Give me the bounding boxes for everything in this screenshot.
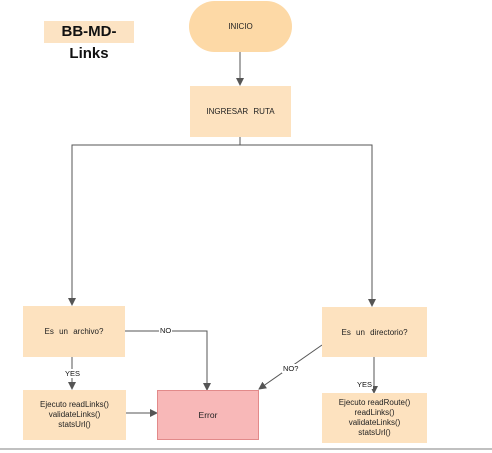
- start-node-label: INICIO: [228, 22, 253, 31]
- start-node: INICIO: [189, 1, 292, 52]
- archivo-actions-node: Ejecuto readLinks() validateLinks() stat…: [23, 390, 126, 440]
- es-directorio-node: Es un directorio?: [322, 307, 427, 357]
- directorio-action-line: validateLinks(): [348, 418, 401, 427]
- archivo-action-line: Ejecuto readLinks(): [40, 400, 109, 409]
- edge-label-archivo-yes: YES: [64, 369, 82, 378]
- directorio-action-line: Ejecuto readRoute(): [338, 398, 411, 407]
- es-directorio-label: Es un directorio?: [341, 327, 408, 337]
- edge-label-archivo-no: NO: [159, 326, 173, 335]
- edge-split-directorio: [240, 144, 376, 307]
- edge-split-archivo: [68, 144, 372, 306]
- archivo-action-line: statsUrl(): [58, 420, 91, 429]
- directorio-actions-node: Ejecuto readRoute() readLinks() validate…: [322, 393, 427, 443]
- error-node: Error: [157, 390, 259, 440]
- es-archivo-label: Es un archivo?: [44, 327, 104, 336]
- error-label: Error: [198, 410, 218, 420]
- es-archivo-node: Es un archivo?: [23, 306, 125, 357]
- directorio-action-line: readLinks(): [354, 408, 395, 417]
- diagram-title: BB-MD-Links: [44, 21, 134, 62]
- edge-archivo-no: [125, 330, 211, 391]
- edge-label-directorio-yes: YES: [356, 380, 374, 389]
- archivo-action-line: validateLinks(): [48, 410, 101, 419]
- directorio-action-line: statsUrl(): [358, 428, 391, 437]
- edge-label-directorio-no: NO?: [282, 364, 300, 373]
- ingresar-ruta-label: INGRESAR RUTA: [206, 107, 275, 116]
- ingresar-ruta-node: INGRESAR RUTA: [190, 86, 291, 137]
